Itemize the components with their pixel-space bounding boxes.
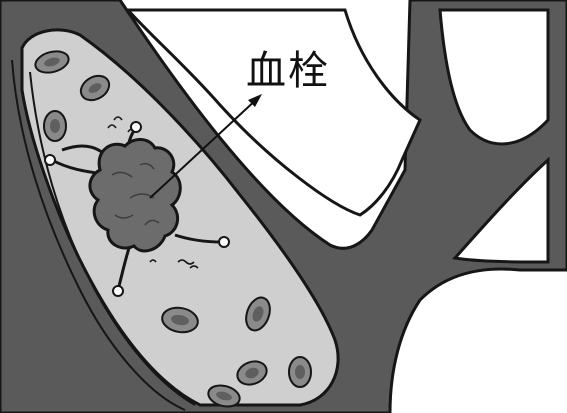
clot-label: 血栓 xyxy=(246,38,330,96)
blood-cell xyxy=(289,357,311,387)
blood-cell xyxy=(44,111,66,141)
